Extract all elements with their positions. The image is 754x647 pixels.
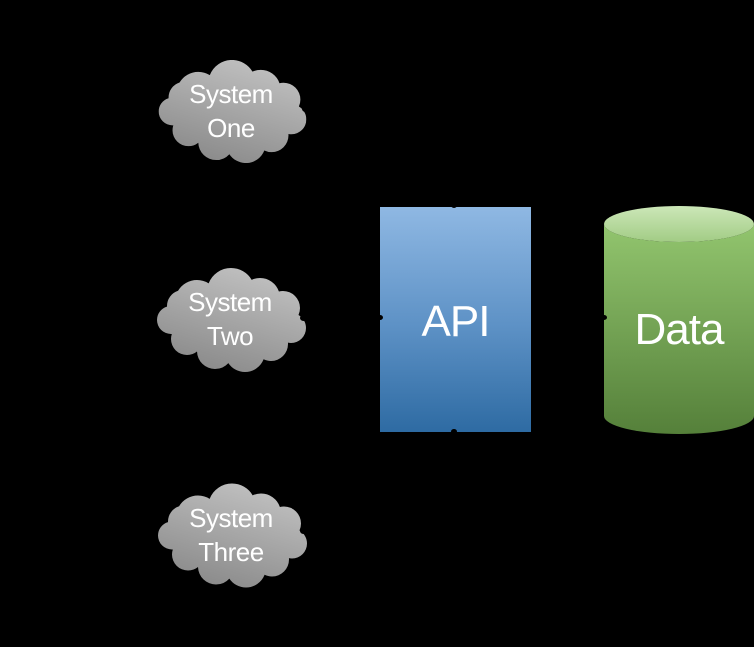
cloud-label-line2: One [207,112,255,143]
cloud-system-two: System Two [153,261,307,377]
cloud-label: System One [154,54,308,167]
cloud-system-three: System Three [154,477,308,592]
cloud-label-line2: Two [206,321,254,351]
connector-anchor [300,315,307,321]
api-box: API [380,207,531,432]
cloud-label: System Three [154,477,308,592]
cloud-shape [158,59,307,164]
connector-anchor [451,203,457,208]
api-label: API [421,297,491,346]
cloud-label-line2: Three [198,536,264,567]
cloud-system-one: System One [154,54,308,167]
data-cylinder: Data [604,206,754,434]
cloud-label-line1: System [189,78,273,109]
cylinder-shape [604,206,754,434]
connector-anchor [377,315,383,320]
cloud-shape [157,268,306,372]
cloud-label: System Two [153,261,307,377]
connector-anchor [451,429,457,434]
connector-anchor [302,106,309,112]
cloud-shape [158,483,307,588]
data-label-wrap: Data [604,206,754,434]
connector-anchor [601,315,607,320]
data-label: Data [634,305,725,354]
connector-anchor [300,528,307,534]
cloud-label-line1: System [189,502,273,533]
cloud-label-line1: System [188,287,272,317]
